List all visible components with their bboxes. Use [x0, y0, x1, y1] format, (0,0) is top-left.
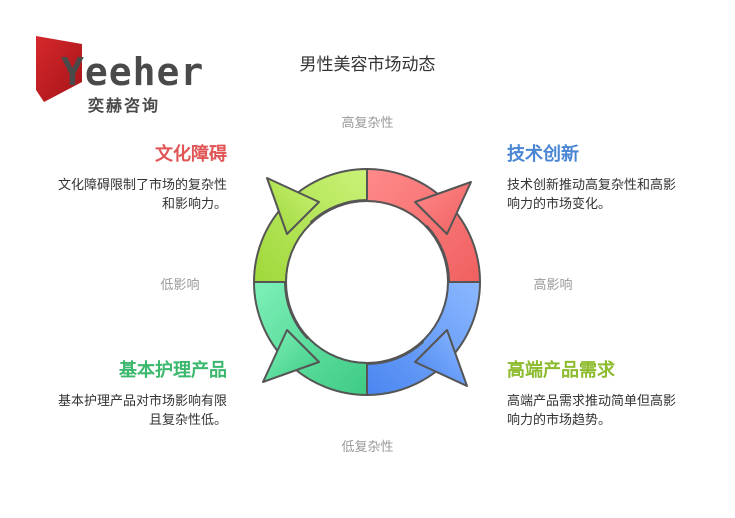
arrowhead-green	[262, 329, 320, 383]
arrowhead-lime	[266, 177, 320, 235]
axis-label-top: 高复杂性	[341, 116, 394, 131]
company-logo: Yeeher 奕赫咨询	[34, 30, 204, 118]
quadrant-desc-premium-demand: 高端产品需求推动简单但高影 响力的市场趋势。	[507, 394, 677, 428]
arrowhead-blue	[414, 329, 468, 387]
logo-word: Yeeher	[61, 50, 205, 94]
quadrant-desc-tech-innovation: 技术创新推动高复杂性和高影 响力的市场变化。	[507, 178, 677, 212]
quadrant-title-tech-innovation: 技术创新	[507, 144, 579, 165]
logo-subtitle: 奕赫咨询	[88, 96, 161, 115]
quadrant-title-basic-care: 基本护理产品	[119, 360, 227, 381]
quadrant-desc-cultural-barrier: 文化障碍限制了市场的复杂性 和影响力。	[57, 178, 227, 212]
arrowhead-red	[414, 181, 472, 235]
cycle-diagram	[253, 168, 481, 396]
quadrant-title-premium-demand: 高端产品需求	[507, 360, 615, 381]
diagram-title: 男性美容市场动态	[299, 55, 436, 75]
axis-label-left: 低影响	[160, 278, 200, 293]
quadrant-desc-basic-care: 基本护理产品对市场影响有限 且复杂性低。	[57, 394, 227, 428]
quadrant-title-cultural-barrier: 文化障碍	[155, 144, 227, 165]
axis-label-bottom: 低复杂性	[341, 440, 394, 455]
logo-badge-icon	[36, 36, 82, 102]
axis-label-right: 高影响	[533, 278, 573, 293]
